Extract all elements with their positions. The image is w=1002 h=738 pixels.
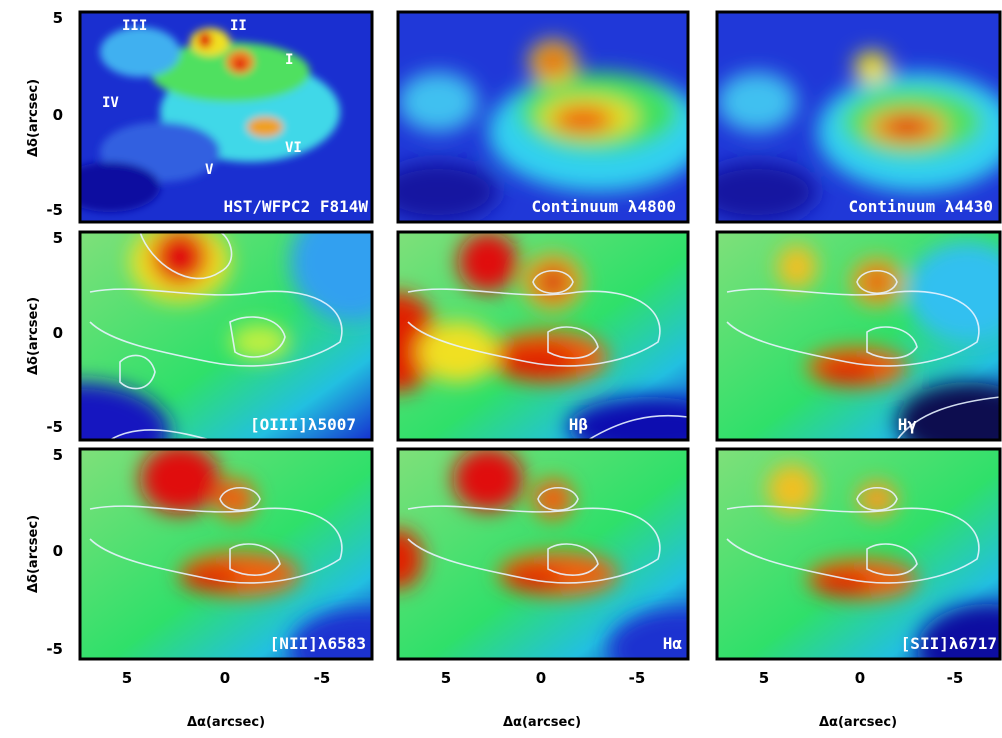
panel-label-cont4800: Continuum λ4800 — [532, 197, 677, 216]
ytick-m5-r2: -5 — [46, 418, 63, 436]
ytick-m5-r1: -5 — [46, 201, 63, 219]
x-axis-col1: 5 0 -5 Δα(arcsec) — [122, 669, 331, 730]
xtick-5-c1: 5 — [122, 669, 132, 687]
y-axis-row2: 5 0 -5 Δδ(arcsec) — [26, 229, 63, 436]
xtick-m5-c1: -5 — [314, 669, 331, 687]
panel-cont4430: Continuum λ4430 — [715, 10, 1002, 224]
xtick-5-c2: 5 — [441, 669, 451, 687]
xlabel-c2: Δα(arcsec) — [503, 715, 581, 730]
y-axis-row1: 5 0 -5 Δδ(arcsec) — [26, 9, 63, 219]
panel-cont4800: Continuum λ4800 — [396, 10, 690, 224]
ytick-m5-r3: -5 — [46, 640, 63, 658]
ytick-0-r2: 0 — [53, 324, 63, 342]
xtick-0-c2: 0 — [536, 669, 546, 687]
xlabel-c3: Δα(arcsec) — [819, 715, 897, 730]
xtick-m5-c3: -5 — [947, 669, 964, 687]
y-axis-row3: 5 0 -5 Δδ(arcsec) — [26, 446, 63, 658]
panel-hst: III II I IV VI V HST/WFPC2 F814W — [78, 10, 374, 224]
ytick-0-r3: 0 — [53, 542, 63, 560]
xtick-5-c3: 5 — [759, 669, 769, 687]
panel-label-hst: HST/WFPC2 F814W — [224, 197, 369, 216]
ylabel-r1: Δδ(arcsec) — [26, 79, 41, 157]
xtick-0-c1: 0 — [220, 669, 230, 687]
svg-text:II: II — [230, 18, 247, 34]
panel-ha: Hα — [396, 447, 690, 661]
panel-label-ha: Hα — [663, 634, 683, 653]
panel-hg: Hγ — [715, 230, 1002, 442]
ytick-5-r1: 5 — [53, 9, 63, 27]
svg-text:V: V — [205, 162, 214, 178]
svg-text:VI: VI — [285, 140, 302, 156]
ylabel-r2: Δδ(arcsec) — [26, 297, 41, 375]
ytick-5-r2: 5 — [53, 229, 63, 247]
xlabel-c1: Δα(arcsec) — [187, 715, 265, 730]
panel-label-o3: [OIII]λ5007 — [250, 415, 356, 434]
ytick-5-r3: 5 — [53, 446, 63, 464]
x-axis-col2: 5 0 -5 Δα(arcsec) — [441, 669, 646, 730]
xtick-0-c3: 0 — [855, 669, 865, 687]
svg-text:III: III — [122, 18, 147, 34]
panel-n2: [NII]λ6583 — [78, 447, 374, 661]
xtick-m5-c2: -5 — [629, 669, 646, 687]
panel-label-n2: [NII]λ6583 — [270, 634, 366, 653]
panel-o3: [OIII]λ5007 — [78, 230, 374, 442]
panel-label-s2: [SII]λ6717 — [901, 634, 997, 653]
x-axis-col3: 5 0 -5 Δα(arcsec) — [759, 669, 964, 730]
svg-text:IV: IV — [102, 95, 119, 111]
svg-text:I: I — [285, 52, 293, 68]
panel-s2: [SII]λ6717 — [715, 447, 1002, 661]
panel-label-cont4430: Continuum λ4430 — [849, 197, 994, 216]
ylabel-r3: Δδ(arcsec) — [26, 515, 41, 593]
panel-label-hb: Hβ — [569, 415, 588, 434]
panel-label-hg: Hγ — [898, 415, 918, 434]
panel-hb: Hβ — [396, 230, 690, 442]
ytick-0-r1: 0 — [53, 106, 63, 124]
